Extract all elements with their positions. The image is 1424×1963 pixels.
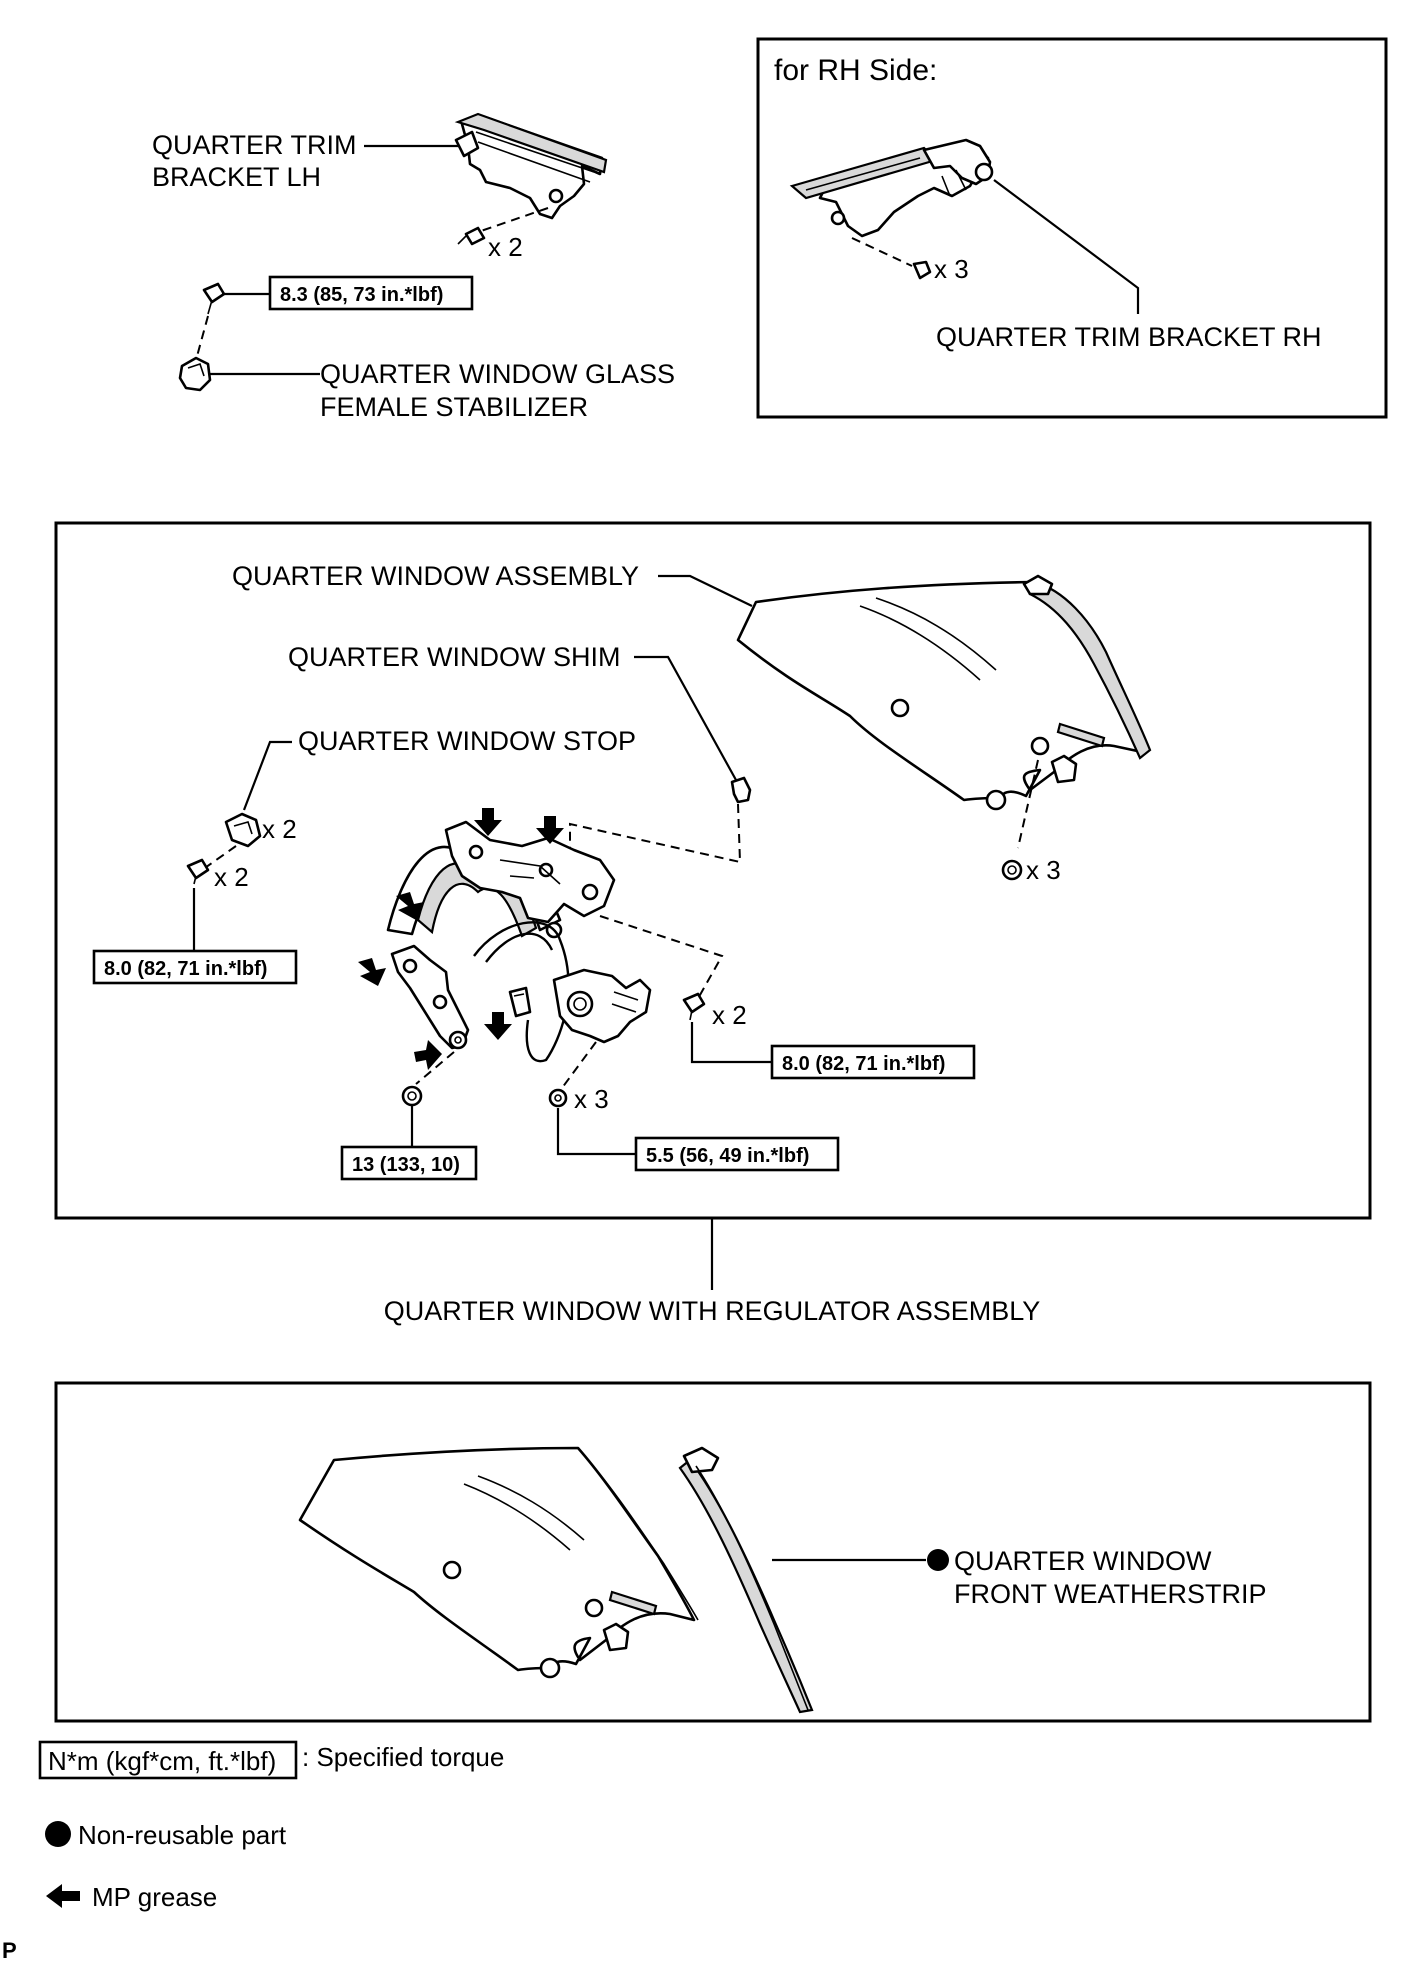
window-regulator <box>358 808 652 1070</box>
dash-stabilizer <box>195 315 209 361</box>
qty-glass-nuts: x 3 <box>1026 855 1061 885</box>
label-female-stabilizer-2: FEMALE STABILIZER <box>320 392 588 422</box>
leader-regulator-bolt-torque <box>690 1022 772 1064</box>
qty-motor-bolts: x 3 <box>574 1084 609 1114</box>
qty-stop: x 2 <box>262 814 297 844</box>
nut-icon <box>401 1085 423 1107</box>
legend-non-reusable: Non-reusable part <box>78 1820 287 1850</box>
legend-torque-box <box>38 1740 298 1780</box>
arrow-left-icon <box>46 1884 80 1908</box>
qty-stop-bolts: x 2 <box>214 862 249 892</box>
arrow-left-icon <box>474 808 502 836</box>
rh-side-box: for RH Side: x 3 QUARTER TRIM BRACKET RH <box>756 37 1388 419</box>
quarter-window-glass <box>736 574 1152 811</box>
legend: N*m (kgf*cm, ft.*lbf) : Specified torque… <box>2 1740 504 1963</box>
leader-window-assembly <box>658 574 753 607</box>
footer-mark: P <box>2 1938 17 1963</box>
torque-box-regulator-bolts <box>770 1044 976 1080</box>
torque-stop-bolts: 8.0 (82, 71 in.*lbf) <box>104 958 267 980</box>
screw-icon <box>912 260 932 280</box>
arrow-left-icon <box>396 892 424 920</box>
torque-regulator-bolts: 8.0 (82, 71 in.*lbf) <box>782 1053 945 1075</box>
arrow-left-icon <box>536 816 564 844</box>
label-regulator-assembly: QUARTER WINDOW WITH REGULATOR ASSEMBLY <box>384 1296 1041 1326</box>
label-weatherstrip-2: FRONT WEATHERSTRIP <box>954 1579 1267 1609</box>
quarter-trim-bracket-lh-group: QUARTER TRIM BRACKET LH x 2 8.3 (85, 73 … <box>152 112 675 422</box>
arrow-left-icon <box>484 1012 512 1040</box>
qty-regulator-bolts: x 2 <box>712 1000 747 1030</box>
leader-window-stop <box>242 740 292 811</box>
legend-mp-grease: MP grease <box>92 1882 217 1912</box>
bolt-icon <box>548 1088 568 1108</box>
leader-window-shim <box>634 655 737 781</box>
dash-stop <box>201 845 237 871</box>
dash-regulator-bolts <box>599 915 724 1003</box>
rh-side-title: for RH Side: <box>774 54 937 87</box>
quarter-window-glass-bottom <box>298 1446 699 1679</box>
arrow-left-icon <box>414 1040 442 1070</box>
dash-motor-bolts <box>561 1041 597 1089</box>
bolt-icon <box>186 858 210 885</box>
dash-rh-screw <box>851 237 913 267</box>
label-quarter-window-stop: QUARTER WINDOW STOP <box>298 726 636 756</box>
qty-lh-bracket-screws: x 2 <box>488 232 523 262</box>
quarter-window-shim <box>730 776 752 804</box>
leader-motor-bolt-torque <box>556 1108 636 1156</box>
label-quarter-window-assembly: QUARTER WINDOW ASSEMBLY <box>232 561 639 591</box>
quarter-window-glass-female-stabilizer <box>178 356 212 392</box>
dash-shim <box>569 803 742 864</box>
torque-box-stabilizer <box>268 275 474 311</box>
label-quarter-trim-bracket-lh-1: QUARTER TRIM <box>152 130 357 160</box>
nut-icon <box>1001 859 1023 881</box>
leader-bracket-rh <box>993 179 1140 314</box>
bolt-icon <box>682 992 706 1021</box>
quarter-window-front-weatherstrip <box>678 1446 814 1714</box>
label-quarter-trim-bracket-rh: QUARTER TRIM BRACKET RH <box>936 322 1322 352</box>
legend-torque-desc: : Specified torque <box>302 1742 504 1772</box>
leader-bracket-lh <box>364 139 471 148</box>
filled-circle-icon <box>45 1821 71 1847</box>
quarter-trim-bracket-lh <box>454 112 608 220</box>
label-weatherstrip-1: QUARTER WINDOW <box>954 1546 1212 1576</box>
quarter-window-stop <box>224 812 262 848</box>
torque-box-regulator-nut <box>340 1145 478 1181</box>
torque-stabilizer: 8.3 (85, 73 in.*lbf) <box>280 284 443 306</box>
qty-rh-bracket-screws: x 3 <box>934 254 969 284</box>
dash-regulator-nut <box>415 1051 455 1085</box>
label-quarter-window-shim: QUARTER WINDOW SHIM <box>288 642 621 672</box>
legend-torque-unit: N*m (kgf*cm, ft.*lbf) <box>48 1746 276 1776</box>
weatherstrip-box: QUARTER WINDOW FRONT WEATHERSTRIP <box>54 1381 1372 1723</box>
label-quarter-trim-bracket-lh-2: BRACKET LH <box>152 162 321 192</box>
regulator-box: QUARTER WINDOW ASSEMBLY QUARTER WINDOW S… <box>54 521 1372 1220</box>
stabilizer-bolt-icon <box>202 282 226 315</box>
torque-box-stop-bolts <box>92 949 298 985</box>
dash-lh-screw <box>477 207 549 233</box>
filled-circle-icon <box>927 1549 949 1571</box>
torque-regulator-nut: 13 (133, 10) <box>352 1154 460 1176</box>
arrow-left-icon <box>358 958 386 986</box>
torque-box-motor-bolts <box>634 1136 840 1172</box>
dash-glass-nut <box>1017 759 1039 849</box>
quarter-trim-bracket-rh <box>789 138 994 238</box>
torque-motor-bolts: 5.5 (56, 49 in.*lbf) <box>646 1145 809 1167</box>
screw-icon <box>457 226 486 246</box>
label-female-stabilizer-1: QUARTER WINDOW GLASS <box>320 359 675 389</box>
